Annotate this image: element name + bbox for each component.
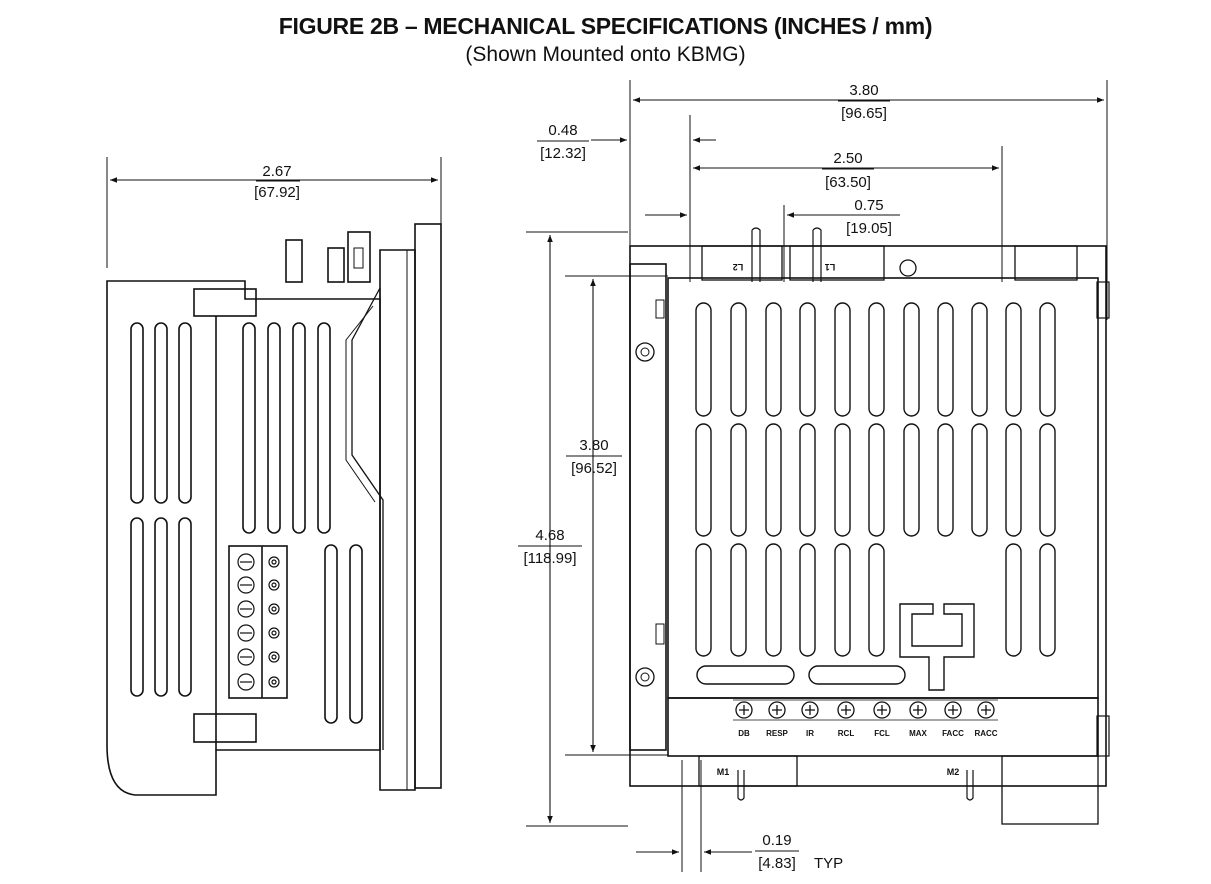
vent-row-2 bbox=[695, 423, 1056, 537]
terminal-label-l1: L1 bbox=[825, 262, 836, 272]
trimpot-label-rcl: RCL bbox=[838, 729, 855, 738]
trimpot-label-ir: IR bbox=[806, 729, 814, 738]
terminal-label-m1: M1 bbox=[717, 767, 730, 777]
mount-spacing-mm: [63.50] bbox=[825, 174, 871, 191]
bottom-dim-inches: 0.19 bbox=[762, 832, 791, 849]
side-terminal-block bbox=[228, 545, 288, 699]
trimpot-label-facc: FACC bbox=[942, 729, 964, 738]
mounting-plate bbox=[629, 245, 1107, 787]
figure-title: FIGURE 2B – MECHANICAL SPECIFICATIONS (I… bbox=[278, 13, 933, 39]
trimpot-label-fcl: FCL bbox=[874, 729, 890, 738]
terminal-label-l2: L2 bbox=[733, 262, 744, 272]
vent-row-3 bbox=[695, 543, 1056, 657]
front-view bbox=[526, 80, 1110, 872]
trimpots bbox=[733, 699, 998, 721]
figure-subtitle: (Shown Mounted onto KBMG) bbox=[465, 43, 746, 66]
trimpot-label-racc: RACC bbox=[974, 729, 997, 738]
side-width-mm: [67.92] bbox=[254, 184, 300, 201]
trimpot-label-max: MAX bbox=[909, 729, 927, 738]
overall-width-inches: 3.80 bbox=[849, 82, 878, 99]
bottom-dim-note: TYP bbox=[814, 855, 843, 872]
left-offset-mm: [12.32] bbox=[540, 145, 586, 162]
terminal-label-m2: M2 bbox=[947, 767, 960, 777]
board-height-mm: [96.52] bbox=[571, 460, 617, 477]
terminal-offset-mm: [19.05] bbox=[846, 220, 892, 237]
control-board-cover bbox=[667, 277, 1099, 699]
side-mounting-plate bbox=[414, 223, 442, 789]
terminal-offset-inches: 0.75 bbox=[854, 197, 883, 214]
side-view bbox=[106, 157, 442, 796]
overall-height-inches: 4.68 bbox=[535, 527, 564, 544]
board-height-inches: 3.80 bbox=[579, 437, 608, 454]
side-bottom-clip bbox=[193, 713, 257, 743]
bottom-dim-mm: [4.83] bbox=[758, 855, 796, 872]
side-terminal-screws bbox=[237, 553, 280, 691]
vent-row-1 bbox=[695, 302, 1056, 417]
jumper-bracket bbox=[899, 603, 975, 691]
side-width-inches: 2.67 bbox=[262, 163, 291, 180]
overall-height-mm: [118.99] bbox=[523, 550, 576, 567]
side-width-label: 2.67 [67.92] bbox=[254, 163, 300, 201]
side-top-clip bbox=[193, 288, 257, 317]
front-view-labels: 3.80 [96.65] 0.48 [12.32] 2.50 [63.50] 0… bbox=[518, 82, 998, 872]
trimpot-label-resp: RESP bbox=[766, 729, 788, 738]
trimpot-label-db: DB bbox=[738, 729, 750, 738]
overall-width-mm: [96.65] bbox=[841, 105, 887, 122]
mount-spacing-inches: 2.50 bbox=[833, 150, 862, 167]
left-offset-inches: 0.48 bbox=[548, 122, 577, 139]
